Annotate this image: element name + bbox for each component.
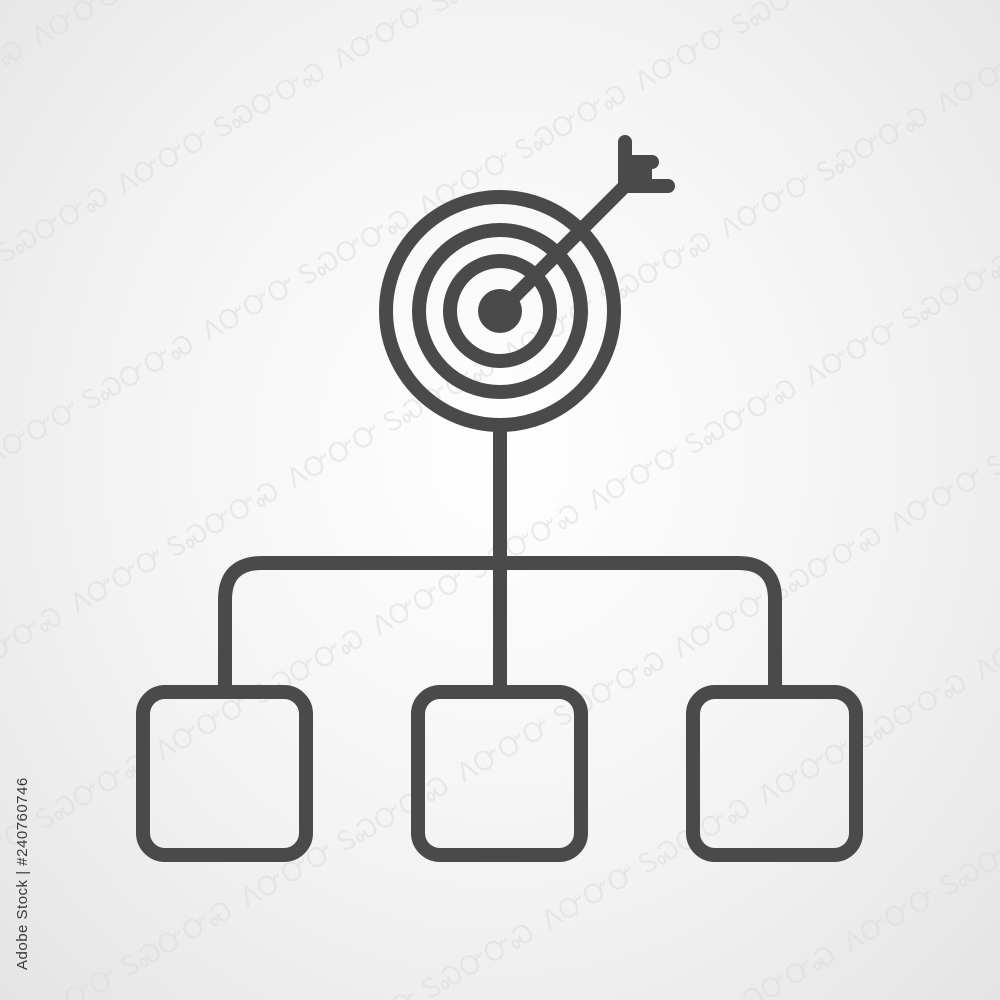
target-middle-ring <box>412 223 588 399</box>
arrow-fletching <box>618 135 675 193</box>
connector-branch <box>218 556 782 699</box>
child-node-right <box>686 685 863 862</box>
child-node-left <box>136 685 313 862</box>
target-bullseye <box>478 289 522 333</box>
child-node-center <box>411 685 588 862</box>
target-inner-ring <box>443 254 557 368</box>
stock-id-label: Adobe Stock | #240760746 <box>14 777 31 970</box>
